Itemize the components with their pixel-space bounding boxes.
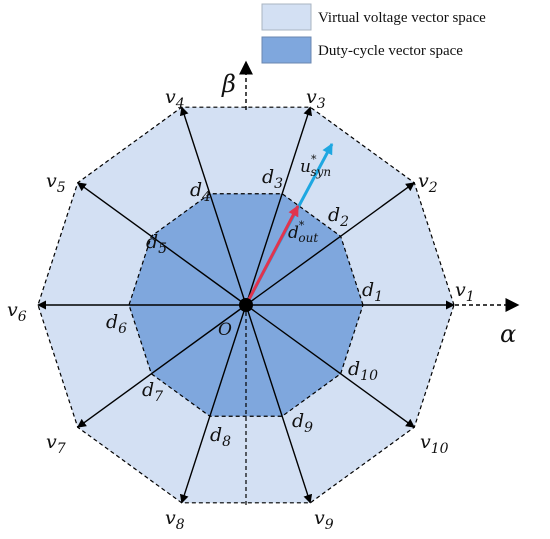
label-d5: d5 [146, 231, 167, 257]
vector-arrow-v3 [245, 106, 313, 306]
label-v1-base: v [455, 279, 466, 301]
label-v4-subscript: 4 [175, 96, 185, 112]
vector-arrow-v4 [179, 106, 247, 306]
legend: Virtual voltage vector space Duty-cycle … [261, 3, 486, 64]
vector-arrow-v5 [76, 182, 247, 306]
label-d2: d2 [328, 204, 349, 230]
vector-arrow-v9 [245, 304, 313, 504]
vector-arrows [37, 106, 455, 504]
label-v8: v8 [165, 507, 185, 533]
label-v8-subscript: 8 [176, 517, 185, 533]
label-v7: v7 [46, 431, 66, 457]
label-d7: d7 [142, 379, 163, 405]
label-d10: d10 [348, 358, 378, 384]
label-d1-base: d [362, 279, 374, 301]
label-d6: d6 [106, 311, 127, 337]
vector-arrow-v8 [179, 304, 247, 504]
d-out-label: d*out [288, 219, 318, 245]
label-d6-base: d [106, 311, 118, 333]
label-d9: d9 [292, 410, 313, 436]
label-v7-base: v [46, 431, 57, 453]
label-v6: v6 [7, 299, 27, 325]
label-d5-subscript: 5 [158, 241, 167, 257]
label-d2-base: d [328, 204, 340, 226]
u-syn-label: u*syn [300, 153, 331, 179]
label-v7-subscript: 7 [57, 441, 66, 457]
label-v5-subscript: 5 [57, 180, 66, 196]
label-d3-subscript: 3 [274, 176, 283, 192]
label-v9-subscript: 9 [325, 517, 334, 533]
legend-swatch-duty [261, 36, 312, 64]
label-v3-subscript: 3 [317, 96, 326, 112]
label-v2: v2 [418, 170, 438, 196]
label-d7-base: d [142, 379, 154, 401]
label-v3-base: v [306, 86, 317, 108]
d-out-vector [244, 205, 300, 306]
label-v10-subscript: 10 [431, 441, 449, 457]
label-v3: v3 [306, 86, 326, 112]
label-d9-base: d [292, 410, 304, 432]
label-d4-subscript: 4 [201, 189, 211, 205]
label-v5-base: v [46, 170, 57, 192]
label-v2-subscript: 2 [428, 180, 438, 196]
label-v9-base: v [314, 507, 325, 529]
label-d7-subscript: 7 [154, 389, 163, 405]
label-d1-subscript: 1 [374, 289, 383, 305]
label-d3: d3 [262, 166, 283, 192]
label-v10-base: v [420, 431, 431, 453]
vector-arrow-v7 [76, 304, 247, 428]
alpha-axis-label: α [500, 320, 516, 348]
label-d4-base: d [190, 179, 202, 201]
label-d2-subscript: 2 [339, 214, 349, 230]
label-d1: d1 [362, 279, 383, 305]
legend-label-duty: Duty-cycle vector space [318, 43, 463, 59]
legend-label-virtual: Virtual voltage vector space [318, 10, 486, 26]
label-d3-base: d [262, 166, 274, 188]
label-d10-subscript: 10 [360, 368, 378, 384]
label-d6-subscript: 6 [118, 321, 127, 337]
label-v2-base: v [418, 170, 429, 192]
beta-axis-label: β [221, 70, 236, 98]
label-d5-base: d [146, 231, 158, 253]
label-d8-subscript: 8 [222, 434, 231, 450]
label-d8: d8 [210, 424, 231, 450]
label-d4: d4 [190, 179, 211, 205]
label-v4-base: v [165, 86, 176, 108]
label-v4: v4 [165, 86, 185, 112]
label-d10-base: d [348, 358, 360, 380]
label-v6-subscript: 6 [18, 309, 27, 325]
label-v1: v1 [455, 279, 475, 305]
label-v10: v10 [420, 431, 449, 457]
legend-swatch-virtual [261, 3, 312, 31]
vector-arrow-v2 [245, 182, 416, 306]
origin-label: O [218, 320, 232, 340]
vector-arrow-v10 [245, 304, 416, 428]
label-v8-base: v [165, 507, 176, 529]
origin-point [239, 298, 253, 312]
label-d8-base: d [210, 424, 222, 446]
label-v1-subscript: 1 [466, 289, 475, 305]
label-v9: v9 [314, 507, 334, 533]
label-v6-base: v [7, 299, 18, 321]
label-v5: v5 [46, 170, 66, 196]
label-d9-subscript: 9 [304, 420, 313, 436]
